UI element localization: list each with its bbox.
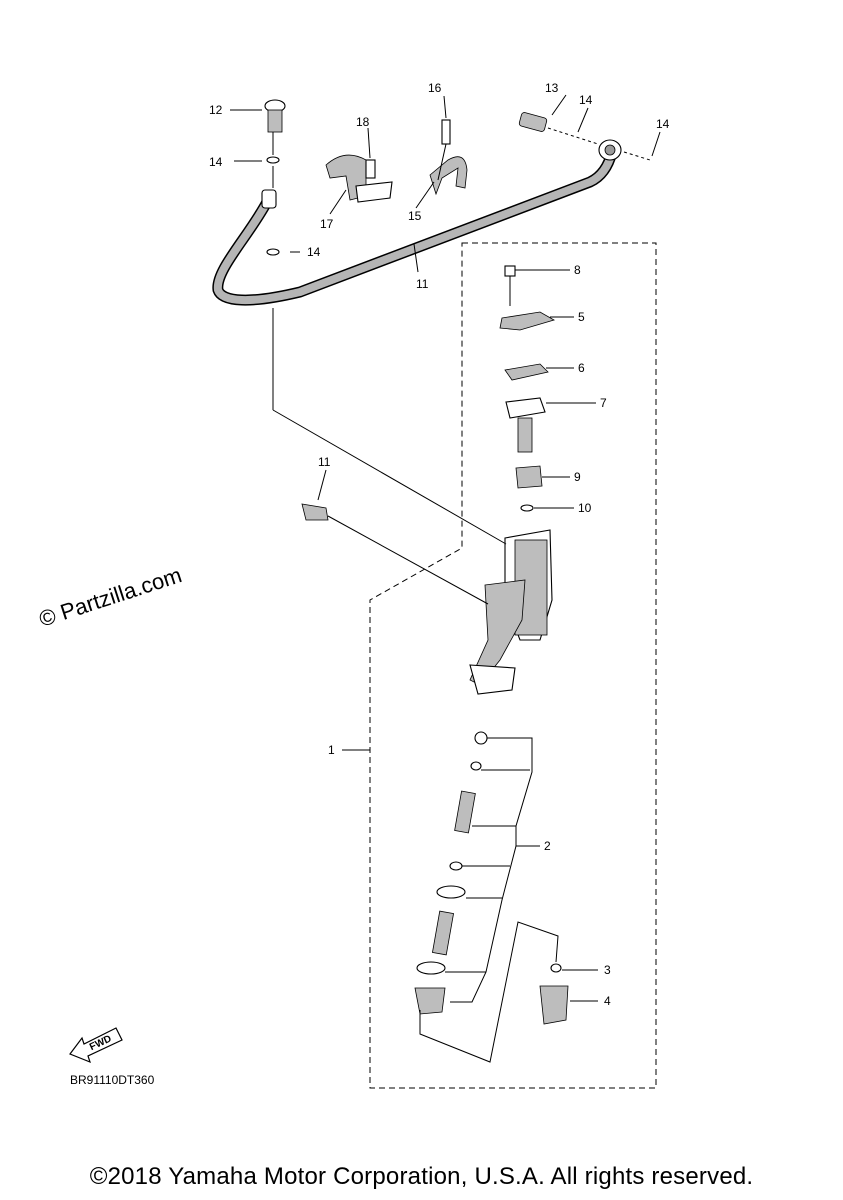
- callout-18: 18: [356, 115, 370, 129]
- hose-clamp-left: [325, 154, 393, 203]
- callout-15: 15: [408, 209, 422, 223]
- callout-14-right-b: 14: [656, 117, 670, 131]
- callout-2: 2: [544, 839, 551, 853]
- callout-1: 1: [328, 743, 335, 757]
- reservoir-cap: [499, 311, 556, 331]
- reservoir-bushing: [515, 465, 543, 489]
- o-ring: [520, 504, 534, 512]
- callout-14-right-a: 14: [579, 93, 593, 107]
- callout-5: 5: [578, 310, 585, 324]
- callout-4: 4: [604, 994, 611, 1008]
- callout-12: 11: [416, 277, 429, 291]
- callout-16: 16: [428, 81, 442, 95]
- piston-kit: [414, 731, 488, 1015]
- callout-13-left: 12: [209, 103, 223, 117]
- washer-left-lower: [266, 248, 280, 256]
- callout-14-left: 14: [209, 155, 223, 169]
- callout-13-right: 13: [545, 81, 559, 95]
- callout-10: 10: [578, 501, 592, 515]
- clevis: [539, 985, 569, 1025]
- master-cylinder-body: [469, 529, 553, 695]
- callout-9: 9: [574, 470, 581, 484]
- fwd-arrow-icon: FWD: [69, 1027, 123, 1064]
- pivot-bolt: [301, 503, 329, 521]
- reservoir-float: [505, 397, 546, 453]
- callout-17: 17: [320, 217, 334, 231]
- callout-7: 7: [600, 396, 607, 410]
- banjo-bolt-left: [264, 99, 286, 164]
- copyright-notice: ©2018 Yamaha Motor Corporation, U.S.A. A…: [89, 1163, 754, 1190]
- brake-hose: [212, 139, 622, 306]
- callout-8: 8: [574, 263, 581, 277]
- callout-14-lower: 14: [307, 245, 321, 259]
- diagram-code: BR91110DT360: [70, 1073, 155, 1087]
- locknut: [550, 963, 562, 973]
- banjo-bolt-right: [518, 112, 651, 161]
- diaphragm: [504, 363, 549, 381]
- reservoir-screw: [504, 265, 516, 306]
- assembly-boundary: [369, 242, 657, 1089]
- callout-11: 11: [318, 455, 331, 469]
- callout-6: 6: [578, 361, 585, 375]
- hose-clamp-right: [429, 119, 468, 196]
- callout-3: 3: [604, 963, 611, 977]
